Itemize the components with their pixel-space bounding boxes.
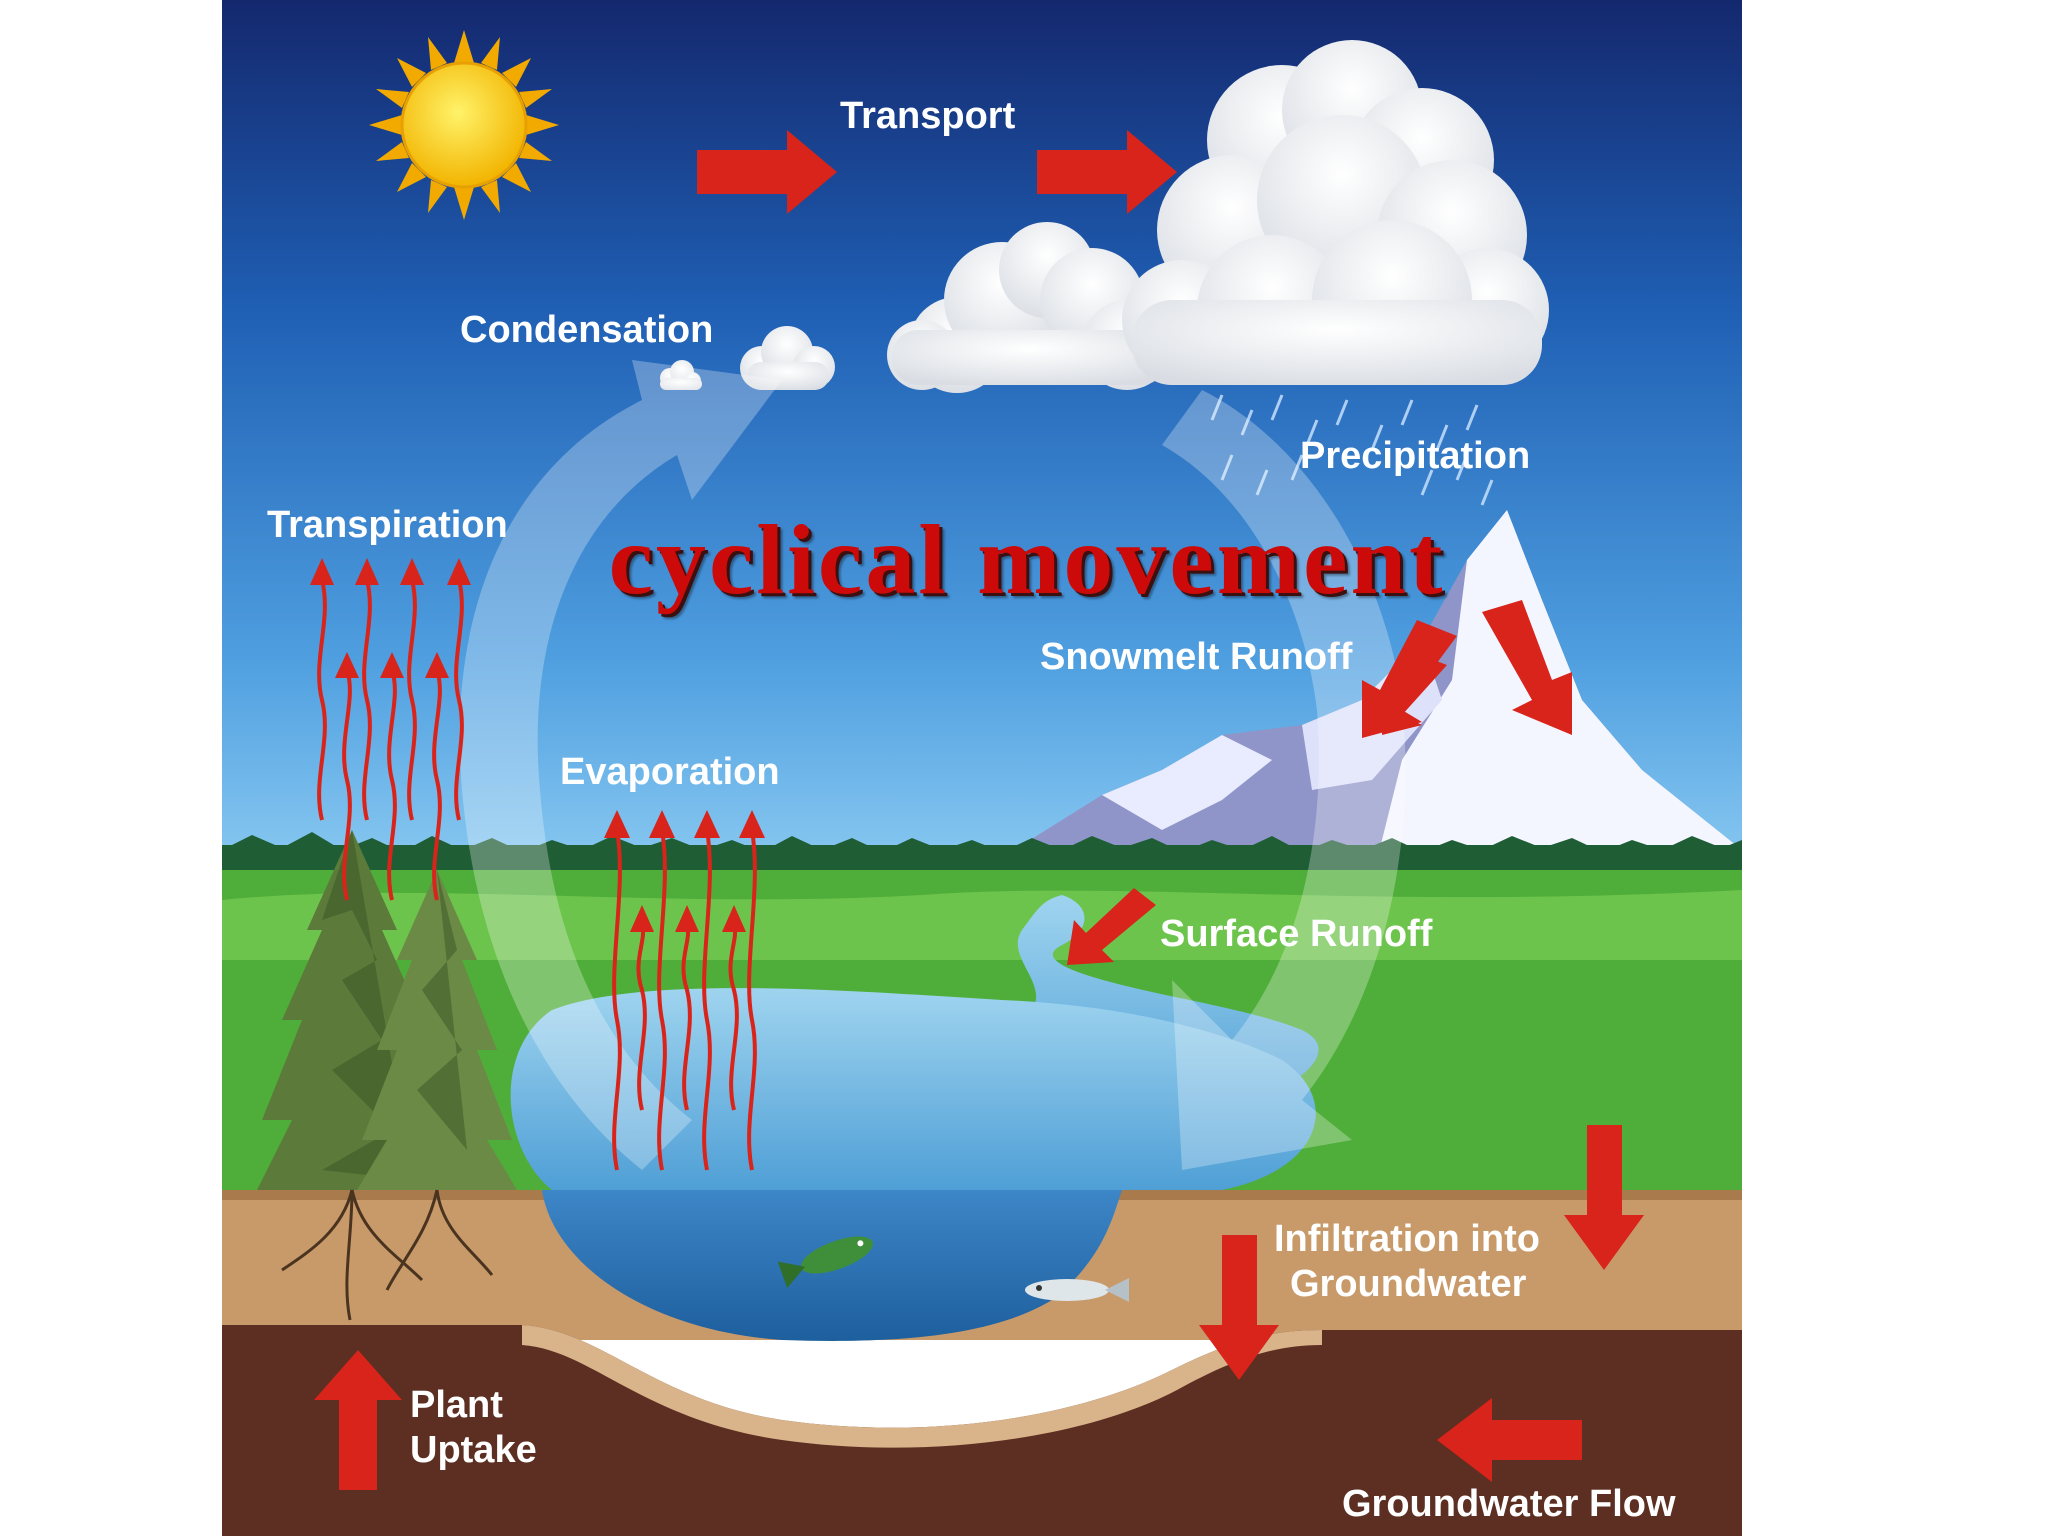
cloud-small-1 <box>660 360 702 390</box>
fish-icon <box>777 1236 1129 1302</box>
label-infiltration-line1: Infiltration into <box>1274 1218 1540 1260</box>
label-precipitation: Precipitation <box>1300 435 1531 477</box>
cloud-large <box>1122 40 1549 385</box>
rain <box>1210 394 1494 506</box>
tree-roots <box>281 1189 494 1321</box>
pond <box>510 988 1316 1190</box>
tree-icon <box>257 830 517 1321</box>
cloud-small-2 <box>740 326 835 390</box>
label-transport: Transport <box>840 95 1016 137</box>
headline: cyclical movement <box>608 504 1446 615</box>
label-condensation: Condensation <box>460 309 714 351</box>
label-groundwater-flow: Groundwater Flow <box>1342 1483 1676 1525</box>
surface-runoff-arrow <box>1067 888 1156 965</box>
groundwater-flow-arrow <box>1437 1398 1582 1482</box>
evaporation-arrowheads <box>604 810 765 932</box>
water-cycle-diagram: Transport Condensation Precipitation Tra… <box>222 0 1742 1536</box>
aquifer <box>522 1325 1322 1448</box>
cycle-arrows <box>459 360 1406 1170</box>
cloud-icon <box>660 40 1549 393</box>
transpiration-arrowheads <box>310 558 471 678</box>
diagram-illustration <box>222 0 1742 1536</box>
sun-icon <box>369 30 559 220</box>
plant-uptake-arrow <box>314 1350 402 1490</box>
snowmelt-arrows <box>1362 600 1572 738</box>
transport-arrows <box>697 130 1177 214</box>
label-plant-uptake-line2: Uptake <box>410 1429 537 1471</box>
label-evaporation: Evaporation <box>560 751 780 793</box>
label-snowmelt-runoff: Snowmelt Runoff <box>1040 636 1353 678</box>
label-transpiration: Transpiration <box>267 504 508 546</box>
label-surface-runoff: Surface Runoff <box>1160 913 1433 955</box>
label-plant-uptake-line1: Plant <box>410 1384 503 1426</box>
grass-highlight <box>222 890 1742 960</box>
label-infiltration-line2: Groundwater <box>1290 1263 1527 1305</box>
infiltration-arrows <box>1199 1125 1644 1380</box>
evaporation-arrows <box>612 829 757 1171</box>
transpiration-arrows <box>317 579 464 901</box>
